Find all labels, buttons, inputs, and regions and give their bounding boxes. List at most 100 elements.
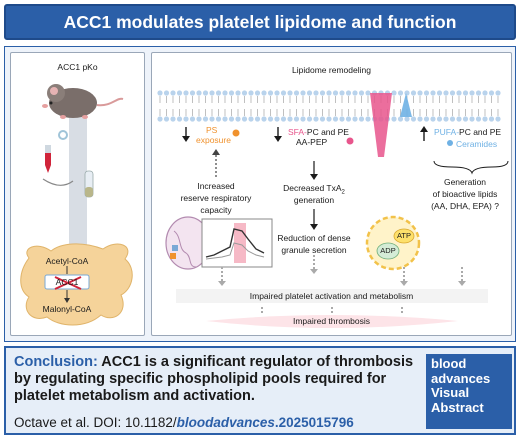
conclusion-body: ACC1 is a significant regulator of throm…: [14, 354, 414, 404]
mouse-label: ACC1 pKo: [57, 62, 98, 72]
lipid-head: [469, 90, 475, 96]
lipid-head: [417, 116, 423, 122]
mitochondria-icon: [165, 216, 211, 270]
right-illustration: [157, 90, 509, 328]
lipid-head: [319, 116, 326, 122]
lipid-head: [293, 116, 300, 122]
lipid-head: [235, 116, 241, 122]
lipid-head: [261, 90, 267, 96]
lipid-head: [423, 90, 430, 96]
sfa-label: SFA-PC and PE: [288, 127, 349, 137]
ceramides-label: Ceramides: [456, 139, 498, 149]
lipid-head: [235, 90, 241, 96]
lipid-head: [391, 90, 397, 96]
lipid-head: [300, 90, 306, 96]
lipid-head: [443, 116, 449, 122]
lipid-head: [306, 116, 313, 122]
lipid-head: [241, 90, 248, 96]
lipid-head: [222, 90, 228, 96]
brace: [433, 160, 509, 175]
pufa-lipid-icon: [447, 140, 453, 146]
lipid-head: [280, 116, 287, 122]
bioactive-line1: Generation: [443, 177, 487, 187]
sfa-lipid-icon: [346, 137, 354, 145]
respiratory-line2: reserve respiratory: [180, 193, 252, 203]
lipid-head: [254, 90, 261, 96]
conclusion-footer: Conclusion: ACC1 is a significant regula…: [4, 346, 516, 435]
lipid-head: [430, 90, 436, 96]
lipid-head: [345, 116, 352, 122]
lipid-head: [248, 90, 254, 96]
ps-line1: PS: [206, 125, 218, 135]
lipid-head: [456, 116, 462, 122]
pufa-label: PUFA-PC and PE: [434, 127, 501, 137]
lipid-head: [462, 90, 469, 96]
lipid-head: [410, 90, 417, 96]
pufa-prefix: PUFA-: [434, 127, 460, 137]
lipid-head: [358, 90, 365, 96]
lipid-head: [319, 90, 326, 96]
left-panel: ACC1 pKo: [10, 52, 145, 336]
dashed-arrow-head: [310, 269, 318, 274]
conclusion-label: Conclusion:: [14, 354, 98, 370]
sfa-rest: PC and PE: [306, 127, 349, 137]
lipid-head: [397, 116, 404, 122]
lipid-head: [339, 116, 345, 122]
lipid-head: [404, 116, 410, 122]
down-arrow-icon: [182, 127, 190, 142]
lipid-head: [293, 90, 300, 96]
lipid-head: [417, 90, 423, 96]
lipid-head: [495, 90, 501, 96]
atp-label: ATP: [396, 231, 412, 240]
lipid-head: [358, 116, 365, 122]
journal-logo: blood advances Visual Abstract: [426, 354, 512, 429]
lipid-head: [163, 90, 170, 96]
adp-label: ADP: [380, 246, 396, 255]
lipid-head: [215, 90, 222, 96]
lipid-head: [163, 116, 170, 122]
citation-journal: bloodadvances: [176, 415, 275, 430]
lipid-head: [157, 116, 163, 122]
txa2-line2: generation: [293, 195, 335, 205]
bioactive-line2: of bioactive lipids: [432, 189, 498, 199]
lipid-head: [274, 116, 280, 122]
activation-band: [176, 289, 488, 303]
lipid-head: [423, 116, 430, 122]
lipid-head: [170, 90, 176, 96]
txa2-text: Decreased TxA: [283, 183, 342, 193]
bioactive-line3: (AA, DHA, EPA) ?: [431, 201, 499, 211]
citation-authors: Octave et al. DOI: 10.1182/: [14, 415, 177, 430]
logo-line-1: blood: [431, 356, 467, 371]
aa-pep-label: AA-PEP: [296, 137, 328, 147]
syringe-icon: [45, 145, 51, 173]
lipid-head: [274, 90, 280, 96]
dashed-arrow-head: [218, 281, 226, 286]
logo-line-4: Abstract: [431, 399, 484, 415]
thrombosis-band: [206, 315, 458, 328]
respiratory-line1: Increased: [197, 181, 235, 191]
lipid-head: [332, 90, 339, 96]
lipid-head: [339, 90, 345, 96]
membrane-bilayer: [157, 90, 501, 122]
lipid-head: [241, 116, 248, 122]
lipid-head: [287, 116, 293, 122]
lipid-head: [462, 116, 469, 122]
lipid-head: [430, 116, 436, 122]
txa2-subscript: 2: [341, 189, 345, 196]
lipid-head: [280, 90, 287, 96]
lipid-head: [209, 90, 215, 96]
lipid-head: [469, 116, 475, 122]
sfa-prefix: SFA-: [288, 127, 307, 137]
lipid-head: [482, 90, 488, 96]
respiration-graph-icon: [201, 218, 273, 268]
left-illustration: [20, 84, 133, 326]
lipid-head: [488, 116, 495, 122]
right-panel: Lipidome remodeling: [151, 52, 512, 336]
lipid-head: [352, 116, 358, 122]
lipid-head: [261, 116, 267, 122]
lipid-head: [345, 90, 352, 96]
lipid-head: [449, 90, 456, 96]
lipid-head: [410, 116, 417, 122]
impaired-activation-label: Impaired platelet activation and metabol…: [249, 291, 414, 301]
lipid-head: [170, 116, 176, 122]
